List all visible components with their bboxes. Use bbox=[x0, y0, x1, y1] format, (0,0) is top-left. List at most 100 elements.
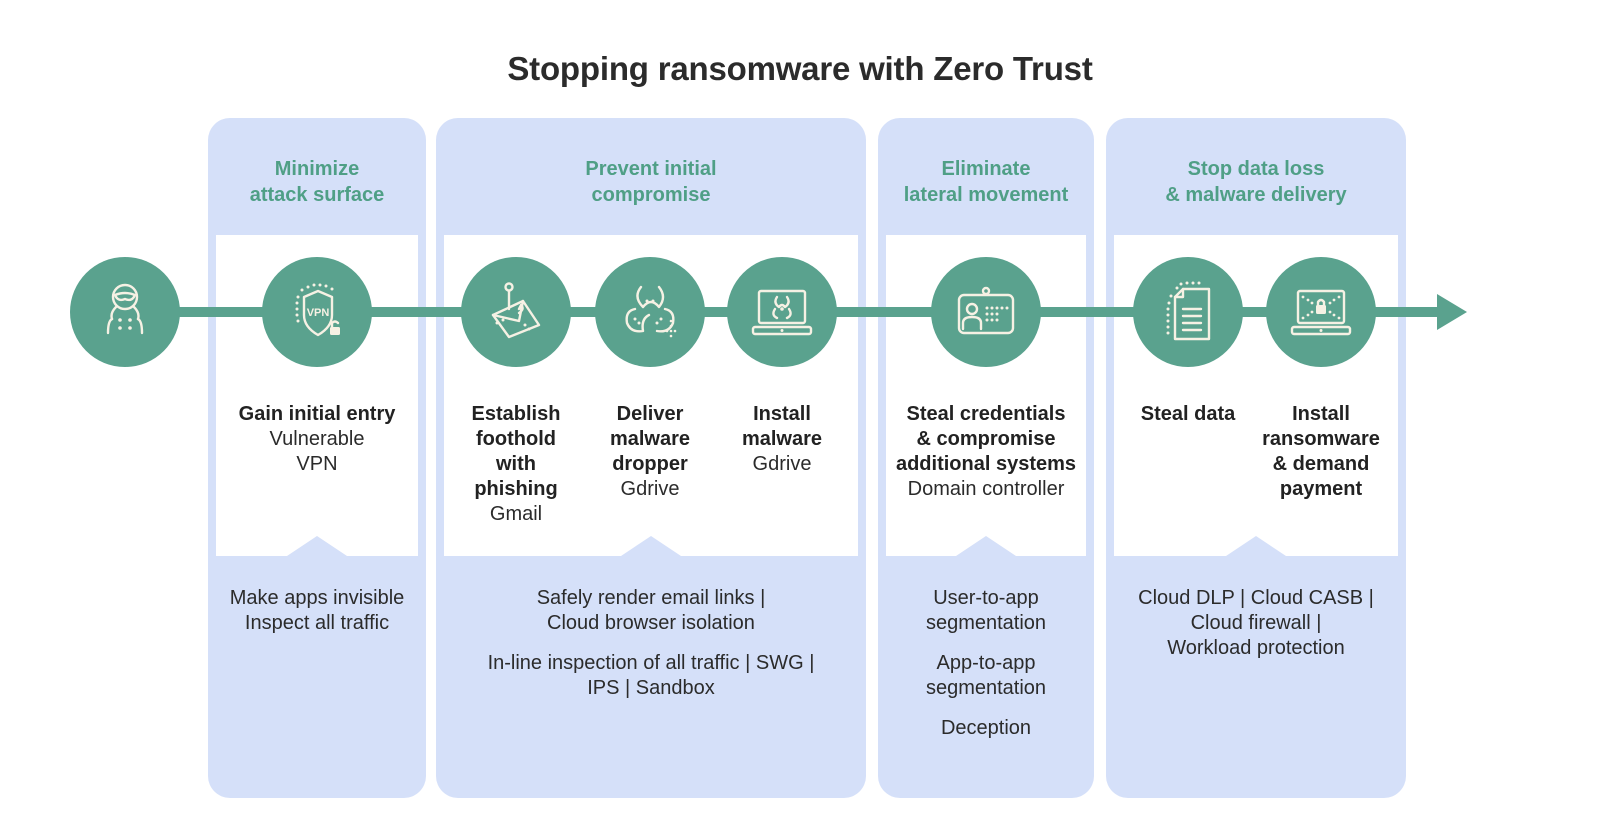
id-badge-icon bbox=[957, 286, 1015, 335]
control-line: Cloud DLP | Cloud CASB | bbox=[1138, 587, 1374, 609]
heading-line: compromise bbox=[591, 184, 711, 206]
heading-line: & malware delivery bbox=[1165, 184, 1347, 206]
heading-line: attack surface bbox=[249, 184, 385, 206]
panel-heading: Prevent initial compromise bbox=[436, 156, 866, 208]
control-line: User-to-app bbox=[933, 587, 1039, 609]
controls-list: Make apps invisible Inspect all traffic bbox=[208, 586, 426, 651]
control-item: In-line inspection of all traffic | SWG … bbox=[436, 651, 866, 701]
step-target-line: Vulnerable bbox=[269, 428, 365, 450]
heading-line: Minimize bbox=[274, 158, 360, 180]
controls-list: User-to-app segmentation App-to-app segm… bbox=[878, 586, 1094, 756]
step-title: Establish foothold with phishing bbox=[472, 402, 561, 502]
heading-line: Prevent initial bbox=[585, 158, 717, 180]
control-line: Inspect all traffic bbox=[244, 612, 390, 634]
control-line: App-to-app bbox=[936, 652, 1036, 674]
node-steal-credentials bbox=[931, 257, 1041, 367]
timeline-arrowhead bbox=[1437, 294, 1467, 330]
step-target-line: Gmail bbox=[489, 503, 543, 525]
step-title-line: phishing bbox=[474, 478, 558, 500]
step-title-line: with bbox=[495, 453, 536, 475]
control-line: In-line inspection of all traffic | SWG … bbox=[487, 652, 815, 674]
panel-heading: Eliminate lateral movement bbox=[878, 156, 1094, 208]
control-line: IPS | Sandbox bbox=[587, 677, 715, 699]
phishing-email-hook-icon bbox=[491, 282, 541, 339]
step-target-line: Gdrive bbox=[620, 478, 680, 500]
step-card bbox=[216, 235, 418, 556]
step-title-line: Install bbox=[1292, 403, 1350, 425]
step-title-line: & demand bbox=[1272, 453, 1370, 475]
panel-minimize-attack-surface: Minimize attack surface Make apps invisi… bbox=[208, 118, 426, 798]
step-title: Install ransomware & demand payment bbox=[1262, 402, 1380, 502]
node-steal-data bbox=[1133, 257, 1243, 367]
step-title: Install malware bbox=[742, 402, 822, 452]
step-title-line: & compromise bbox=[916, 428, 1056, 450]
step-establish-foothold: Establish foothold with phishing Gmail bbox=[472, 402, 561, 527]
heading-line: Eliminate bbox=[941, 158, 1031, 180]
controls-list: Safely render email links | Cloud browse… bbox=[436, 586, 866, 716]
step-deliver-malware-dropper: Deliver malware dropper Gdrive bbox=[610, 402, 690, 502]
control-item: App-to-app segmentation bbox=[878, 651, 1094, 701]
step-target-line: Gdrive bbox=[752, 453, 812, 475]
svg-text:VPN: VPN bbox=[307, 307, 330, 319]
controls-list: Cloud DLP | Cloud CASB | Cloud firewall … bbox=[1106, 586, 1406, 676]
step-steal-data: Steal data bbox=[1141, 402, 1235, 427]
step-title-line: additional systems bbox=[895, 453, 1077, 475]
step-title: Deliver malware dropper bbox=[610, 402, 690, 477]
panel-heading: Stop data loss & malware delivery bbox=[1106, 156, 1406, 208]
step-target: Gdrive bbox=[742, 452, 822, 477]
step-gain-initial-entry: Gain initial entry Vulnerable VPN bbox=[239, 402, 396, 477]
card-notch bbox=[621, 536, 681, 556]
control-line: Cloud browser isolation bbox=[547, 612, 755, 634]
panel-eliminate-lateral-movement: Eliminate lateral movement User-to-app s… bbox=[878, 118, 1094, 798]
step-title: Steal credentials & compromise additiona… bbox=[896, 402, 1076, 477]
control-line: segmentation bbox=[925, 612, 1047, 634]
node-install-malware bbox=[727, 257, 837, 367]
step-target-line: Domain controller bbox=[907, 478, 1065, 500]
step-title-line: Steal data bbox=[1140, 403, 1236, 425]
card-notch bbox=[287, 536, 347, 556]
step-install-malware: Install malware Gdrive bbox=[742, 402, 822, 477]
control-item: Safely render email links | Cloud browse… bbox=[436, 586, 866, 636]
node-install-ransomware bbox=[1266, 257, 1376, 367]
control-item: Make apps invisible Inspect all traffic bbox=[208, 586, 426, 636]
node-deliver-malware-dropper bbox=[595, 257, 705, 367]
stolen-document-icon bbox=[1166, 281, 1211, 341]
control-line: segmentation bbox=[925, 677, 1047, 699]
control-item: Deception bbox=[878, 716, 1094, 741]
step-target: Vulnerable VPN bbox=[239, 427, 396, 477]
step-title-line: Install bbox=[753, 403, 811, 425]
heading-line: lateral movement bbox=[903, 184, 1069, 206]
diagram-title: Stopping ransomware with Zero Trust bbox=[507, 50, 1093, 87]
step-title-line: malware bbox=[741, 428, 823, 450]
node-attacker bbox=[70, 257, 180, 367]
step-title-line: Deliver bbox=[616, 403, 684, 425]
step-target: Gdrive bbox=[610, 477, 690, 502]
step-target-line: VPN bbox=[296, 453, 338, 475]
step-title-line: Establish bbox=[471, 403, 561, 425]
control-item: Cloud DLP | Cloud CASB | Cloud firewall … bbox=[1106, 586, 1406, 661]
control-line: Workload protection bbox=[1167, 637, 1345, 659]
laptop-biohazard-icon bbox=[751, 289, 813, 336]
step-steal-credentials: Steal credentials & compromise additiona… bbox=[896, 402, 1076, 502]
step-title-line: foothold bbox=[476, 428, 556, 450]
node-gain-initial-entry: VPN bbox=[262, 257, 372, 367]
node-establish-foothold bbox=[461, 257, 571, 367]
step-title-line: Steal credentials bbox=[906, 403, 1066, 425]
heading-line: Stop data loss bbox=[1187, 158, 1325, 180]
panel-heading: Minimize attack surface bbox=[208, 156, 426, 208]
control-line: Cloud firewall | bbox=[1190, 612, 1322, 634]
step-title-line: malware bbox=[609, 428, 691, 450]
step-title: Steal data bbox=[1141, 402, 1235, 427]
control-line: Deception bbox=[940, 717, 1032, 739]
laptop-ransom-lock-icon bbox=[1290, 289, 1352, 336]
step-title-line: payment bbox=[1279, 478, 1363, 500]
biohazard-dropper-icon bbox=[625, 285, 677, 338]
vpn-shield-lock-icon: VPN bbox=[295, 283, 340, 337]
control-line: Safely render email links | bbox=[536, 587, 766, 609]
step-title-line: Gain initial entry bbox=[238, 403, 396, 425]
card-notch bbox=[956, 536, 1016, 556]
hooded-attacker-icon bbox=[106, 283, 144, 335]
step-target: Domain controller bbox=[896, 477, 1076, 502]
card-notch bbox=[1226, 536, 1286, 556]
step-title-line: dropper bbox=[612, 453, 688, 475]
